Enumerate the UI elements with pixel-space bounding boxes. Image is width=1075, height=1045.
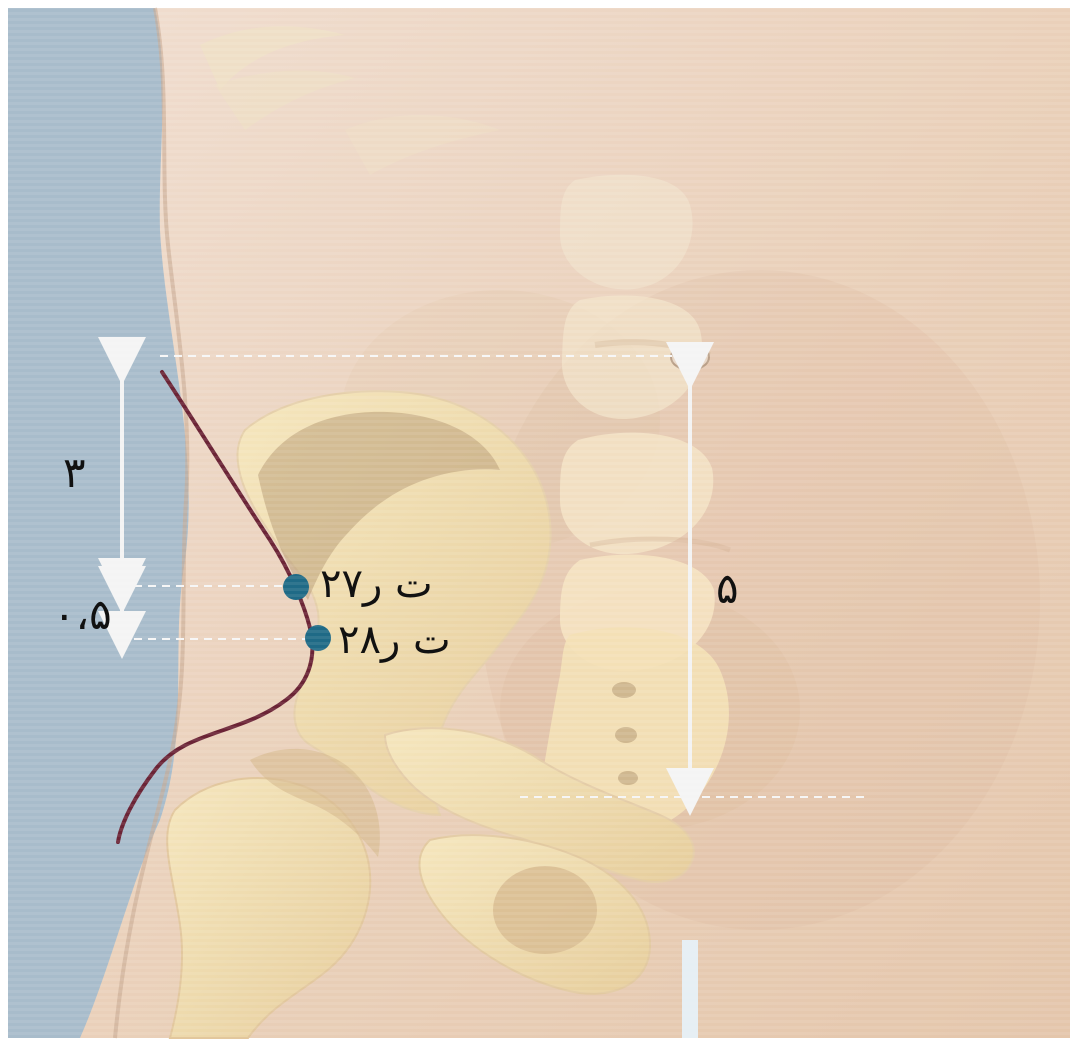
acupoint-label-28: ت ر٢٨ <box>338 620 451 660</box>
distance-label-long: ۵ <box>716 568 739 610</box>
acupoint-label-27: ت ر٢٧ <box>320 564 433 604</box>
distance-label-upper: ٣ <box>63 452 86 494</box>
distance-label-small: ٠،۵ <box>53 594 112 636</box>
